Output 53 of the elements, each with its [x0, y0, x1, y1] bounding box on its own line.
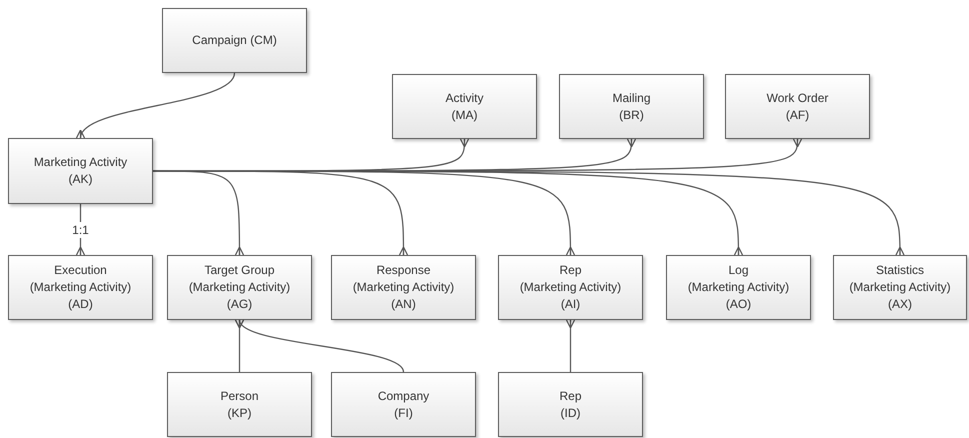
- relationship-line: [235, 318, 404, 372]
- entity-box: [498, 255, 643, 320]
- entity-label: (Marketing Activity): [688, 279, 790, 296]
- entity-label: Rep: [559, 388, 582, 404]
- entity-box: [162, 8, 307, 73]
- entity-label: (ID): [560, 404, 580, 422]
- entity-box: [392, 74, 537, 139]
- entity-label: (BR): [619, 106, 644, 124]
- entity-label: (AN): [391, 296, 416, 313]
- entity-label: Target Group: [204, 262, 275, 279]
- entity-label: (Marketing Activity): [188, 279, 290, 296]
- entity-box: [833, 255, 967, 320]
- entity-label: (AO): [726, 296, 752, 313]
- entity-label: Campaign (CM): [192, 32, 277, 49]
- entity-box: [167, 255, 312, 320]
- entity-label: (AX): [888, 296, 912, 313]
- entity-label: Activity: [445, 90, 484, 106]
- entity-box: [498, 372, 643, 437]
- entity-box: [8, 138, 153, 204]
- entity-box: [725, 74, 870, 139]
- entity-label: Rep: [559, 262, 582, 279]
- entity-box: [331, 255, 476, 320]
- entity-label: (AK): [68, 171, 92, 188]
- entity-label: Log: [728, 262, 749, 279]
- entity-label: Mailing: [612, 90, 650, 106]
- entity-label: Person: [220, 388, 259, 404]
- entity-label: (AI): [560, 296, 580, 313]
- entity-label: (KP): [228, 404, 252, 422]
- entity-box: [8, 255, 153, 320]
- entity-box: [167, 372, 312, 437]
- entity-label: Execution: [54, 262, 107, 279]
- entity-label: (Marketing Activity): [520, 279, 622, 296]
- entity-label: (AF): [786, 106, 810, 124]
- edge-label: 1:1: [70, 222, 91, 238]
- relationship-line: [566, 319, 576, 372]
- entity-label: Response: [376, 262, 431, 279]
- entity-label: (AG): [226, 296, 252, 313]
- entity-box: [331, 372, 476, 437]
- relationship-line: [76, 72, 236, 140]
- entity-label: Marketing Activity: [34, 154, 128, 171]
- relationship-line: [153, 170, 905, 256]
- entity-label: (Marketing Activity): [30, 279, 132, 296]
- entity-label: Company: [378, 388, 430, 404]
- entity-label: Work Order: [766, 90, 828, 106]
- entity-label: (Marketing Activity): [352, 279, 454, 296]
- entity-label: Statistics: [876, 262, 924, 279]
- relationship-line: [76, 204, 86, 256]
- entity-box: [666, 255, 811, 320]
- entity-label: (Marketing Activity): [849, 279, 951, 296]
- entity-label: (FI): [394, 404, 413, 422]
- entity-label: (AD): [68, 296, 93, 313]
- entity-label: (MA): [452, 106, 478, 124]
- entity-box: [559, 74, 704, 139]
